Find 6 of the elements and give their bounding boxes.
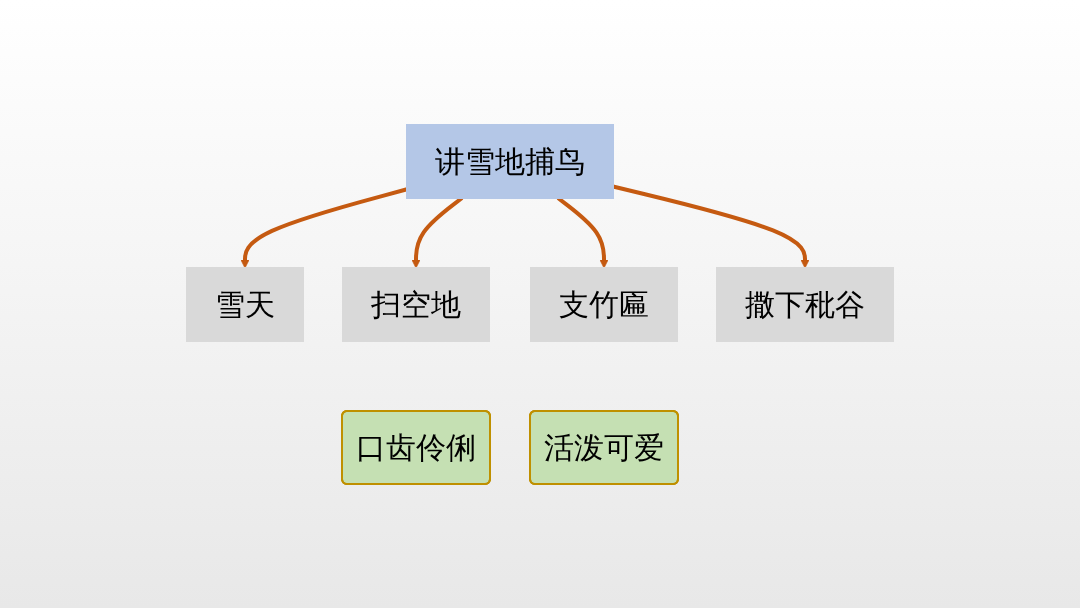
node-box: 支竹匾	[530, 266, 678, 342]
node-box: 讲雪地捕鸟	[406, 123, 614, 199]
node-box: 扫空地	[342, 266, 490, 342]
arrow	[240, 186, 408, 268]
node-box: 雪天	[186, 266, 304, 342]
node-box: 撒下秕谷	[716, 266, 894, 342]
